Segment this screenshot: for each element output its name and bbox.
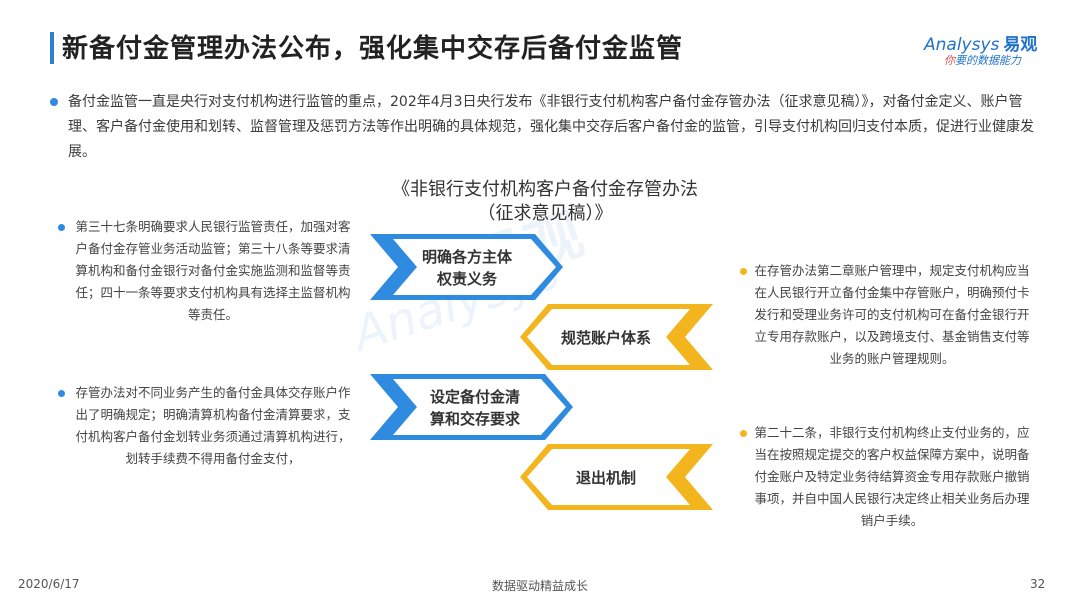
arrow-1-label-line2: 权责义务 xyxy=(436,270,498,288)
arrow-4-label-line1: 退出机制 xyxy=(576,469,636,487)
bullet-icon xyxy=(740,430,747,437)
bullet-icon xyxy=(740,268,747,275)
diagram-title: 《非银行支付机构客户备付金存管办法 （征求意见稿）》 xyxy=(360,178,730,226)
intro-text: 备付金监管一直是央行对支付机构进行监管的重点，202年4月3日央行发布《非银行支… xyxy=(68,94,1034,160)
bullet-icon xyxy=(58,390,65,397)
page-title: 新备付金管理办法公布，强化集中交存后备付金监管 xyxy=(62,34,684,64)
logo-tagline: 你要的数据能力 xyxy=(944,52,1021,68)
left-note-2-text: 存管办法对不同业务产生的备付金具体交存账户作出了明确规定；明确清算机构备付金清算… xyxy=(75,385,351,466)
arrow-1-label-line1: 明确各方主体 xyxy=(422,248,513,266)
bullet-icon xyxy=(58,224,65,231)
footer-date: 2020/6/17 xyxy=(18,577,80,591)
arrow-3-label-line1: 设定备付金清 xyxy=(430,388,520,406)
right-note-1-text: 在存管办法第二章账户管理中，规定支付机构应当在人民银行开立备付金集中存管账户，明… xyxy=(754,263,1030,366)
arrow-2-inner xyxy=(527,309,690,365)
right-note-2-text: 第二十二条，非银行支付机构终止支付业务的，应当在按照规定提交的客户权益保障方案中… xyxy=(754,425,1030,528)
diagram-title-line2: （征求意见稿）》 xyxy=(477,203,613,224)
left-note-2: 存管办法对不同业务产生的备付金具体交存账户作出了明确规定；明确清算机构备付金清算… xyxy=(58,382,354,470)
arrow-2-label-line1: 规范账户体系 xyxy=(561,329,651,347)
diagram-title-line1: 《非银行支付机构客户备付金存管办法 xyxy=(392,179,698,200)
right-note-1: 在存管办法第二章账户管理中，规定支付机构应当在人民银行开立备付金集中存管账户，明… xyxy=(740,260,1030,370)
arrow-item-3: 设定备付金清 算和交存要求 xyxy=(370,374,573,440)
arrow-item-4: 退出机制 xyxy=(520,444,713,510)
arrow-4-inner xyxy=(527,449,690,505)
logo-tagline-rest: 要的数据能力 xyxy=(955,54,1021,67)
arrow-item-1: 明确各方主体 权责义务 xyxy=(370,234,563,300)
left-note-1-text: 第三十七条明确要求人民银行监管责任，加强对客户备付金存管业务活动监管；第三十八条… xyxy=(75,219,351,322)
logo-tagline-prefix: 你 xyxy=(944,54,955,67)
arrow-diagram: 明确各方主体 权责义务 规范账户体系 设定备付金清 算和交存要求 退出机制 xyxy=(370,234,713,510)
intro-paragraph: 备付金监管一直是央行对支付机构进行监管的重点，202年4月3日央行发布《非银行支… xyxy=(50,90,1040,165)
bullet-icon xyxy=(50,98,58,106)
arrow-3-label-line2: 算和交存要求 xyxy=(430,410,521,428)
title-accent-bar xyxy=(50,32,54,64)
logo-latin: Analysys xyxy=(924,35,1000,55)
right-note-2: 第二十二条，非银行支付机构终止支付业务的，应当在按照规定提交的客户权益保障方案中… xyxy=(740,422,1030,532)
arrow-3-inner xyxy=(393,379,566,435)
arrow-1-inner xyxy=(393,239,556,295)
footer-slogan: 数据驱动精益成长 xyxy=(491,579,588,593)
page-number: 32 xyxy=(1030,577,1046,591)
left-note-1: 第三十七条明确要求人民银行监管责任，加强对客户备付金存管业务活动监管；第三十八条… xyxy=(58,216,354,326)
arrow-item-2: 规范账户体系 xyxy=(520,304,713,370)
logo-cn: 易观 xyxy=(1003,35,1038,55)
